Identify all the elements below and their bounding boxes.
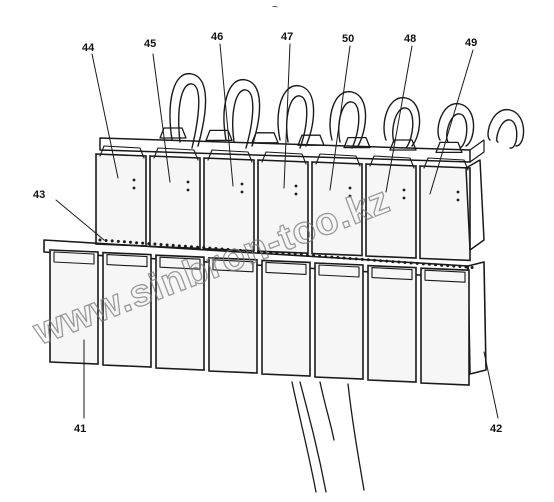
contact-dot bbox=[122, 240, 126, 244]
rail-clip bbox=[435, 141, 463, 154]
callout-labels: 44 45 46 47 50 48 49 43 41 42 bbox=[33, 31, 502, 435]
upper-module bbox=[419, 157, 471, 262]
callout-42: 42 bbox=[490, 423, 502, 435]
contact-dot bbox=[232, 248, 236, 252]
top-mark: ~ bbox=[272, 2, 278, 13]
callout-49: 49 bbox=[465, 37, 477, 49]
wire-loop bbox=[277, 85, 315, 149]
top-rail bbox=[99, 137, 485, 163]
lower-module-row bbox=[49, 249, 470, 386]
rail-clip bbox=[389, 139, 417, 151]
contact-dot bbox=[220, 247, 224, 251]
callout-44: 44 bbox=[82, 42, 95, 54]
lower-module bbox=[367, 264, 417, 383]
upper-module-row bbox=[95, 145, 471, 262]
wire-loop bbox=[223, 79, 261, 149]
leader-lines bbox=[55, 43, 499, 419]
contact-dot bbox=[214, 247, 218, 251]
contact-dot bbox=[196, 245, 200, 249]
callout-47: 47 bbox=[281, 31, 293, 43]
wire-loop bbox=[169, 73, 207, 149]
upper-module bbox=[149, 147, 201, 250]
wire-loop bbox=[383, 97, 421, 149]
lower-module bbox=[49, 249, 99, 365]
lower-module bbox=[102, 251, 152, 368]
contact-dot bbox=[226, 247, 230, 251]
lower-module bbox=[420, 267, 470, 386]
contact-dot bbox=[177, 244, 181, 248]
contact-dot bbox=[135, 241, 139, 245]
contact-dot bbox=[190, 245, 193, 249]
upper-module bbox=[95, 145, 147, 247]
lower-module bbox=[155, 254, 205, 371]
bottom-wires bbox=[291, 381, 365, 493]
lower-module bbox=[208, 256, 258, 374]
lower-module bbox=[314, 262, 364, 380]
wire-loop bbox=[437, 103, 475, 149]
contact-dot bbox=[183, 244, 187, 248]
callout-48: 48 bbox=[404, 33, 416, 45]
contact-dot bbox=[129, 240, 132, 244]
contact-dot bbox=[141, 241, 145, 245]
contact-dot bbox=[165, 243, 169, 247]
rail-clip bbox=[343, 136, 371, 149]
callout-50: 50 bbox=[342, 33, 354, 45]
rail-clip bbox=[297, 134, 325, 146]
contact-dot bbox=[470, 265, 474, 269]
callout-43: 43 bbox=[33, 189, 45, 201]
contact-dot bbox=[238, 248, 242, 252]
contact-dot bbox=[159, 243, 163, 246]
upper-module bbox=[311, 153, 363, 257]
contact-dot bbox=[171, 243, 175, 247]
contact-dot bbox=[208, 246, 212, 250]
contact-dot bbox=[153, 242, 157, 246]
wire-loop bbox=[487, 109, 525, 149]
contact-dot bbox=[147, 242, 151, 246]
callout-41: 41 bbox=[74, 423, 86, 435]
contact-dot bbox=[110, 239, 114, 243]
contact-dot bbox=[116, 239, 120, 243]
upper-module bbox=[203, 149, 255, 252]
rail-clip bbox=[159, 127, 187, 139]
upper-module bbox=[365, 155, 417, 259]
rail-clip bbox=[251, 132, 279, 144]
contact-dot bbox=[244, 249, 248, 253]
contact-dot bbox=[202, 246, 206, 250]
connector-clips bbox=[159, 127, 463, 154]
upper-module bbox=[257, 151, 309, 255]
upper-side-bar bbox=[465, 159, 485, 251]
callout-46: 46 bbox=[211, 31, 223, 43]
callout-45: 45 bbox=[144, 38, 156, 50]
wire-loops bbox=[169, 73, 525, 149]
contact-dot bbox=[104, 238, 108, 242]
contact-dot bbox=[98, 238, 102, 242]
lower-module bbox=[261, 259, 311, 377]
